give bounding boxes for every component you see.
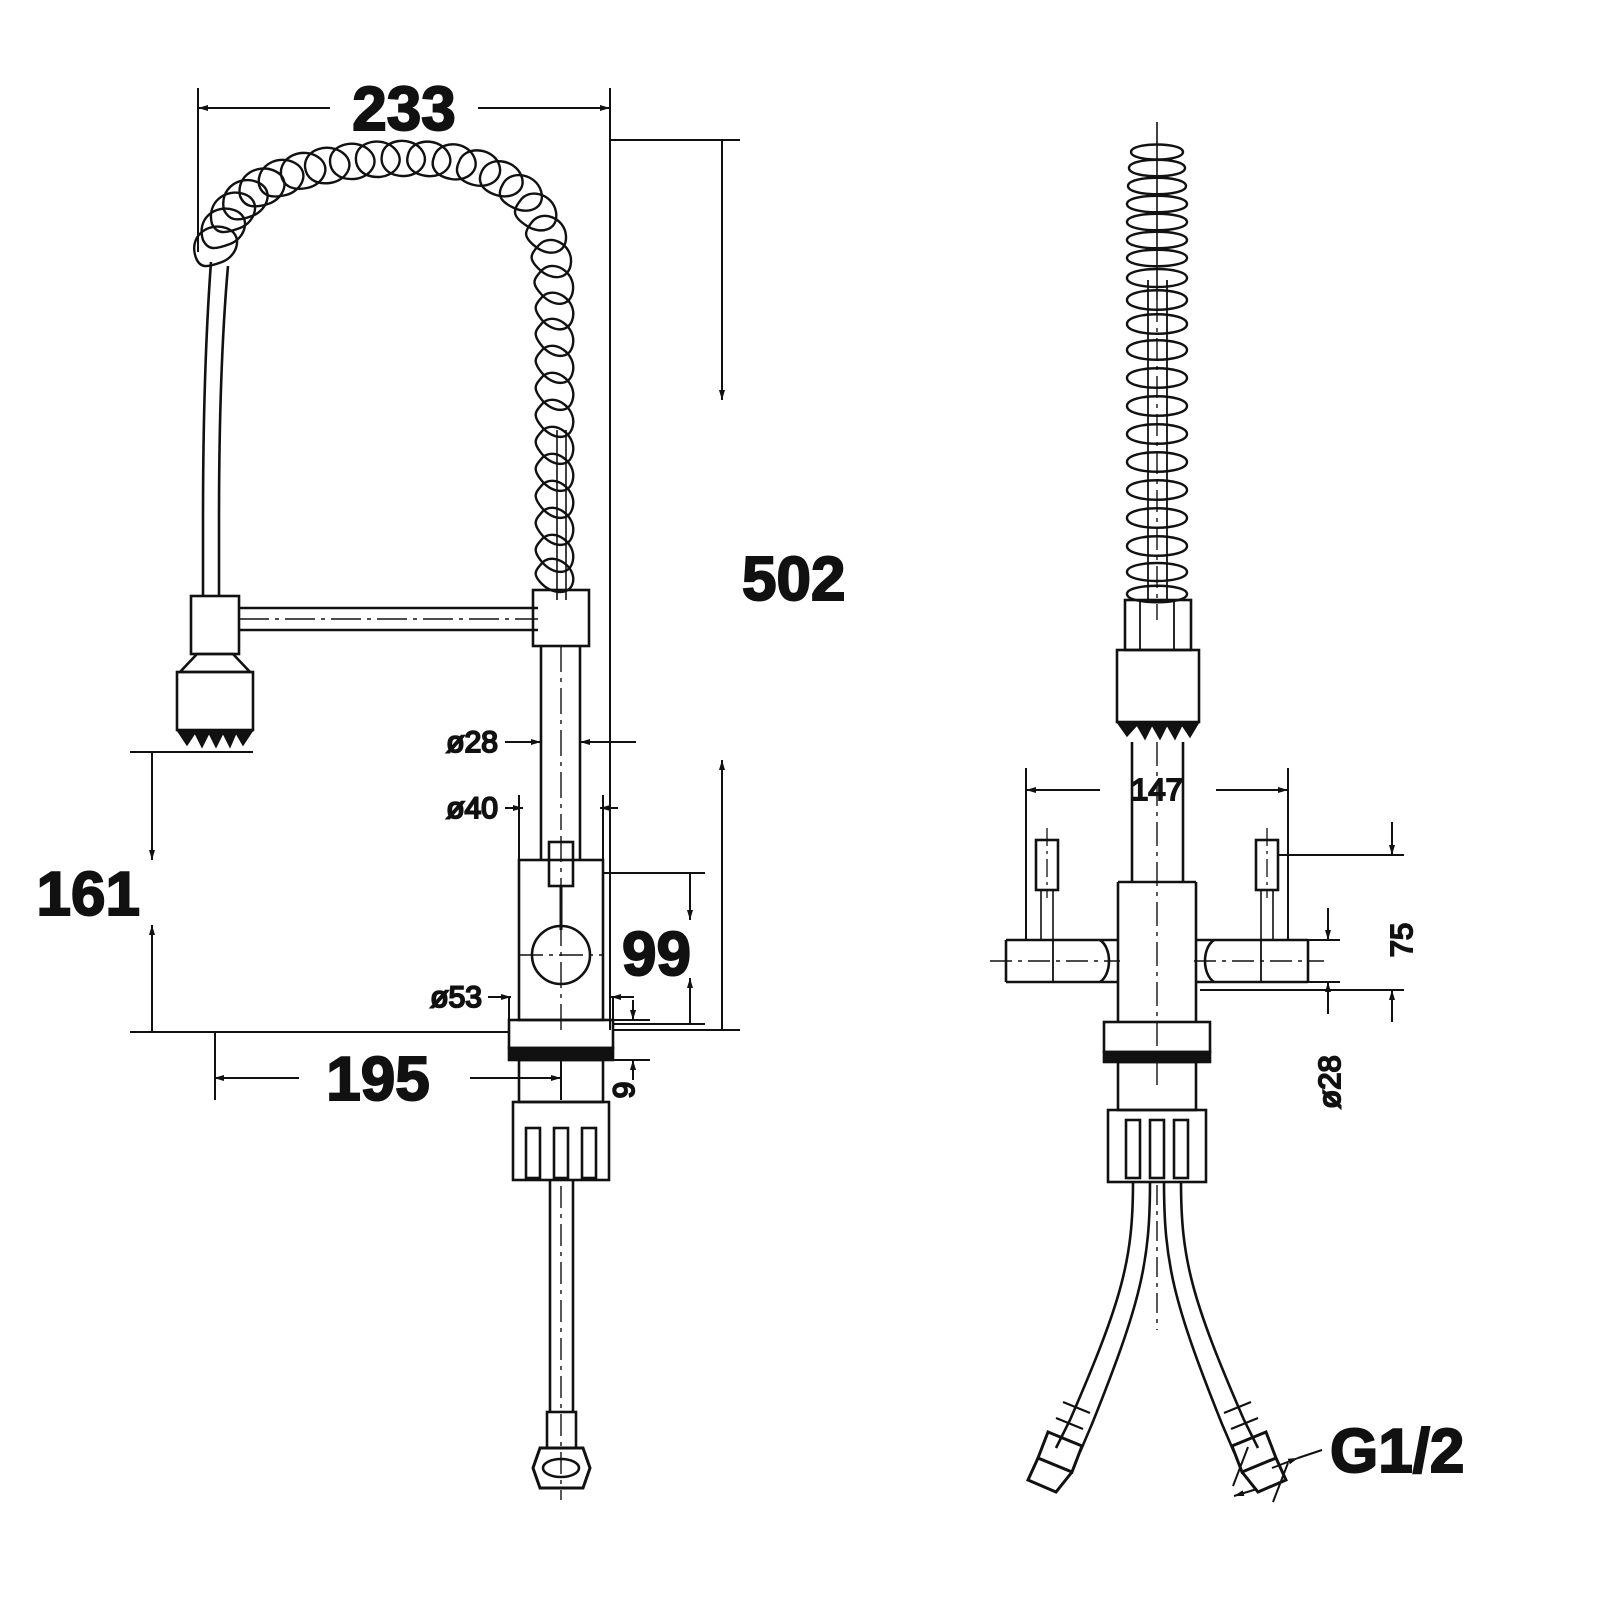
hose-right-outer xyxy=(1179,1181,1260,1449)
side-view-dimensions: 233 502 161 195 99 ø28 ø4 xyxy=(36,74,847,1115)
hose-fitting-bore xyxy=(541,1457,581,1479)
dim-label-d40: ø40 xyxy=(446,792,498,825)
hose-right-nut-face xyxy=(1240,1457,1288,1494)
hose-left-nut-face xyxy=(1026,1457,1074,1494)
hose-fitting-nut xyxy=(531,1446,592,1490)
nut-slot-3 xyxy=(580,1126,598,1180)
front-fixing-nut xyxy=(1106,1108,1208,1184)
hose-left-inner xyxy=(1078,1181,1152,1453)
ext-g12-a xyxy=(1232,1446,1249,1487)
dim-label-9: 9 xyxy=(608,1082,641,1099)
nut-slot-1 xyxy=(524,1126,542,1180)
dim-g12-leader xyxy=(1297,1449,1323,1459)
hose-right-collar-b xyxy=(1230,1416,1259,1431)
dim-label-502: 502 xyxy=(742,545,845,614)
hose-inner-left xyxy=(217,265,230,596)
dim-label-99: 99 xyxy=(622,920,691,989)
nut-slot-2 xyxy=(552,1126,570,1180)
front-nut-slot-1 xyxy=(1124,1118,1142,1180)
ext-g12-b xyxy=(1272,1462,1289,1503)
dim-label-195: 195 xyxy=(326,1045,429,1114)
dim-label-g12: G1/2 xyxy=(1330,1417,1464,1486)
deck-gasket xyxy=(507,1046,615,1062)
dim-label-d28-front: ø28 xyxy=(1312,1055,1347,1108)
spring-coil-arch xyxy=(193,139,575,600)
dim-label-147: 147 xyxy=(1131,772,1183,807)
dim-label-233: 233 xyxy=(352,75,455,144)
dim-g12-arrow-high xyxy=(1271,1457,1299,1469)
dim-g12-arrow-low xyxy=(1233,1488,1258,1497)
front-deck-gasket xyxy=(1102,1050,1212,1064)
dim-label-d53: ø53 xyxy=(430,981,482,1014)
hose-left-collar-b xyxy=(1055,1416,1084,1431)
hose-outer-left xyxy=(201,261,213,596)
fixing-nut xyxy=(511,1100,611,1182)
hose-right-collar-a xyxy=(1223,1400,1252,1415)
front-spring-coil xyxy=(1125,143,1189,604)
dim-label-d28: ø28 xyxy=(446,726,498,759)
front-nut-slot-3 xyxy=(1172,1118,1190,1180)
front-nozzle-serration xyxy=(1115,721,1201,741)
side-view-geometry xyxy=(175,139,615,1500)
hose-left-collar-a xyxy=(1062,1400,1091,1415)
hose-right-inner xyxy=(1162,1181,1236,1453)
dim-label-75: 75 xyxy=(1384,923,1419,957)
front-nut-slot-2 xyxy=(1148,1118,1166,1180)
front-view-dimensions: 147 75 ø28 G1/2 xyxy=(1025,768,1465,1503)
hose-left-outer xyxy=(1054,1181,1135,1449)
spray-nozzle-serration xyxy=(175,729,255,749)
dim-label-161: 161 xyxy=(37,860,140,929)
